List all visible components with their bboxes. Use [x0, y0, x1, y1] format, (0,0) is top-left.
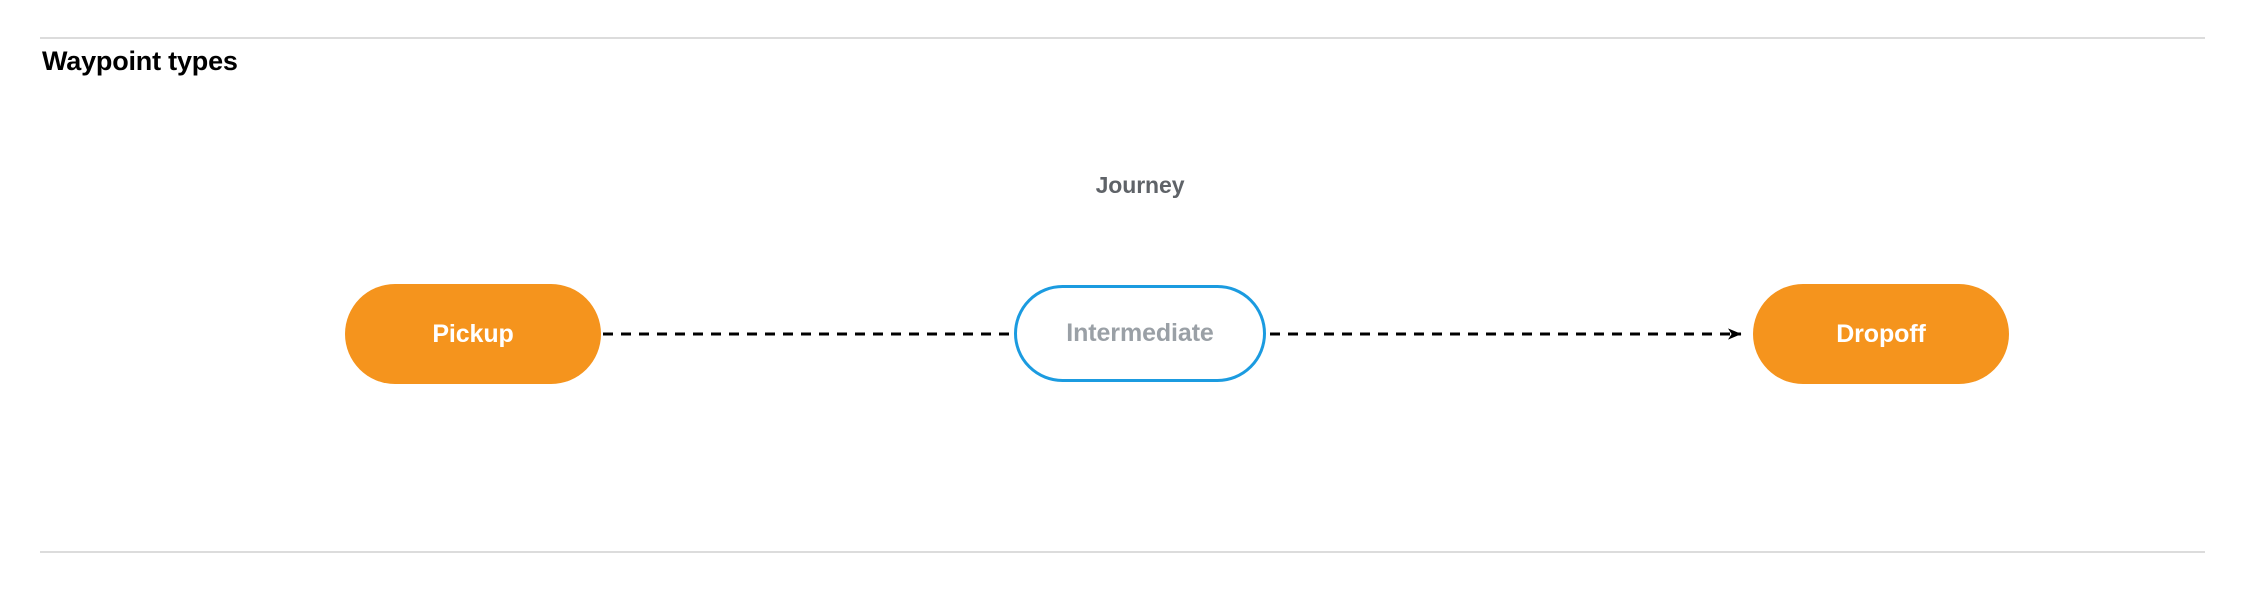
- connector-layer: [603, 328, 1742, 340]
- section-divider-bottom: [40, 551, 2205, 553]
- node-intermediate[interactable]: Intermediate: [1014, 285, 1266, 382]
- page-title: Waypoint types: [42, 46, 238, 76]
- journey-label: Journey: [1095, 172, 1185, 198]
- node-dropoff[interactable]: Dropoff: [1753, 284, 2009, 384]
- section-divider-top: [40, 37, 2205, 39]
- node-pickup[interactable]: Pickup: [345, 284, 601, 384]
- journey-diagram: Journey Pickup Intermediate Dropoff: [0, 96, 2245, 426]
